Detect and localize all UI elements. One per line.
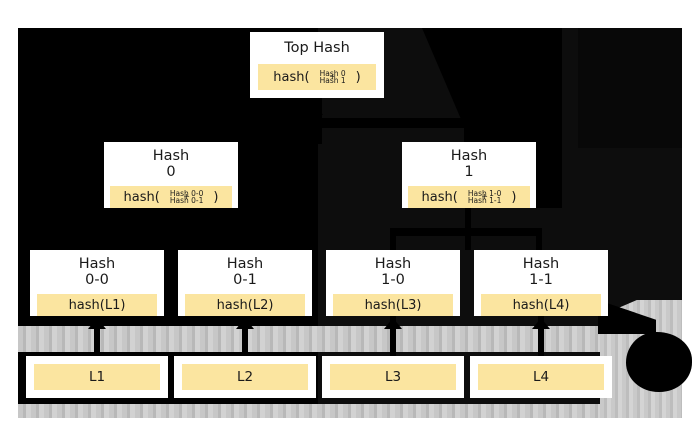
connector-hash1-bus xyxy=(392,228,540,236)
node-hash-0-1[interactable]: Hash 0-1 hash(L2) xyxy=(178,250,312,316)
operand-top: Hash 0-0 xyxy=(169,188,204,198)
node-hash-0-expression: hash( Hash 0-0 + Hash 0-1 ) xyxy=(110,186,232,208)
hash-suffix: ) xyxy=(213,189,219,205)
connector-hash0-stem xyxy=(166,118,174,144)
data-block-l1[interactable]: L1 xyxy=(26,356,168,398)
connector-root-bus xyxy=(168,118,498,128)
data-block-l4-label: L4 xyxy=(478,364,604,390)
connector-hash11-stem xyxy=(536,228,542,250)
node-hash-0-1-expression: hash(L2) xyxy=(185,294,305,316)
operand-top: Hash 1-0 xyxy=(467,188,502,198)
operator-plus: + xyxy=(183,192,190,202)
hash-prefix: hash( xyxy=(421,189,458,205)
connector-l2-stem xyxy=(242,316,248,356)
data-block-l3-label: L3 xyxy=(330,364,456,390)
data-block-l3[interactable]: L3 xyxy=(322,356,464,398)
node-hash-1[interactable]: Hash 1 hash( Hash 1-0 + Hash 1-1 ) xyxy=(402,142,536,208)
connector-hash01-stem xyxy=(240,228,246,250)
node-hash-1-1-expression: hash(L4) xyxy=(481,294,601,316)
node-hash-1-0-expression: hash(L3) xyxy=(333,294,453,316)
hash-suffix: ) xyxy=(511,189,517,205)
arrowhead-l4-up xyxy=(532,318,550,329)
node-top-hash-expression: hash( Hash 0 + Hash 1 ) xyxy=(258,64,376,91)
connector-l1-stem xyxy=(94,316,100,356)
operator-plus: + xyxy=(329,72,336,82)
data-block-l1-label: L1 xyxy=(34,364,160,390)
arrowhead-l1-up xyxy=(88,318,106,329)
hash-operands: Hash 0 + Hash 1 xyxy=(320,70,346,85)
connector-l4-stem xyxy=(538,316,544,356)
connector-hash10-stem xyxy=(390,228,396,250)
texture-band-upper xyxy=(18,326,682,352)
node-hash-1-0-label: Hash 1-0 xyxy=(374,256,412,289)
arrowhead-l3-up xyxy=(384,318,402,329)
data-block-l4[interactable]: L4 xyxy=(470,356,612,398)
node-hash-0-1-label: Hash 0-1 xyxy=(226,256,264,289)
backdrop-shade-corner xyxy=(578,28,682,148)
arrowhead-to-root xyxy=(305,104,323,115)
connector-l3-stem xyxy=(390,316,396,356)
operand-top: Hash 0 xyxy=(319,68,346,78)
connector-hash0-bus xyxy=(96,228,244,236)
shadow-blob-right xyxy=(626,332,692,392)
data-block-l2-label: L2 xyxy=(182,364,308,390)
data-block-l2[interactable]: L2 xyxy=(174,356,316,398)
hash-prefix: hash( xyxy=(123,189,160,205)
connector-hash1-stem xyxy=(464,118,472,144)
node-hash-1-expression: hash( Hash 1-0 + Hash 1-1 ) xyxy=(408,186,530,208)
node-top-hash-label: Top Hash xyxy=(284,40,350,56)
connector-hash00-stem xyxy=(94,228,100,250)
operand-bottom: Hash 1-1 xyxy=(467,196,502,206)
node-hash-0[interactable]: Hash 0 hash( Hash 0-0 + Hash 0-1 ) xyxy=(104,142,238,208)
node-hash-1-1[interactable]: Hash 1-1 hash(L4) xyxy=(474,250,608,316)
node-hash-1-1-label: Hash 1-1 xyxy=(522,256,560,289)
node-hash-0-0-label: Hash 0-0 xyxy=(78,256,116,289)
node-top-hash[interactable]: Top Hash hash( Hash 0 + Hash 1 ) xyxy=(250,32,384,98)
hash-suffix: ) xyxy=(355,69,361,85)
node-hash-0-0-expression: hash(L1) xyxy=(37,294,157,316)
operator-plus: + xyxy=(481,192,488,202)
hash-operands: Hash 0-0 + Hash 0-1 xyxy=(170,190,204,205)
texture-band-lower xyxy=(18,404,682,418)
node-hash-0-label: Hash 0 xyxy=(152,148,190,181)
hash-operands: Hash 1-0 + Hash 1-1 xyxy=(468,190,502,205)
operand-bottom: Hash 0-1 xyxy=(169,196,204,206)
node-hash-1-label: Hash 1 xyxy=(450,148,488,181)
arrowhead-l2-up xyxy=(236,318,254,329)
operand-bottom: Hash 1 xyxy=(319,76,346,86)
node-hash-1-0[interactable]: Hash 1-0 hash(L3) xyxy=(326,250,460,316)
node-hash-0-0[interactable]: Hash 0-0 hash(L1) xyxy=(30,250,164,316)
hash-prefix: hash( xyxy=(273,69,310,85)
